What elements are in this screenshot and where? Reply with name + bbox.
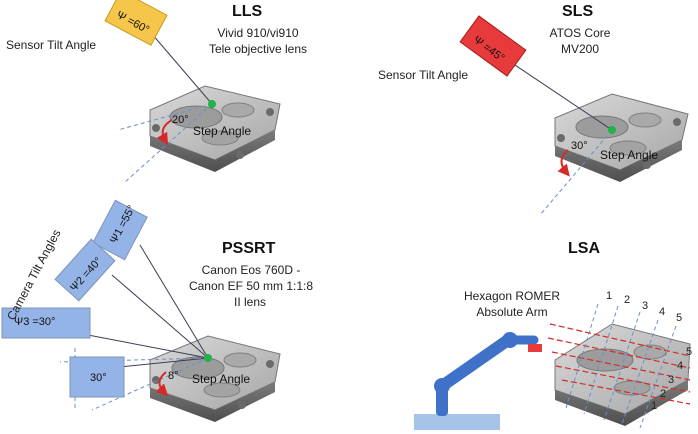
pssrt-step-angle-label: Step Angle (192, 372, 251, 386)
sls-device: ATOS Core (549, 26, 611, 40)
lsa-scan-lines (547, 323, 691, 405)
lsa-scan-number: 1 (606, 290, 613, 302)
lsa-title: LSA (568, 240, 600, 257)
lls-specimen (149, 85, 281, 172)
sls-sensor-tilt-label: Sensor Tilt Angle (378, 68, 469, 82)
lsa-device-line1: Hexagon ROMER (463, 289, 561, 303)
lsa-scan-number: 1 (651, 400, 658, 412)
pssrt-camera3-box (1, 307, 91, 339)
lls-sensor-tilt-label: Sensor Tilt Angle (6, 38, 97, 52)
sls-specimen (554, 93, 689, 182)
pssrt-extra-angle: 30° (90, 372, 107, 384)
pssrt-psi3: Ψ3 =30° (14, 316, 56, 328)
pssrt-lens-line2: II lens (233, 295, 266, 309)
pssrt-camera1-box (92, 199, 148, 261)
lsa-scan-number: 4 (677, 360, 684, 372)
pssrt-camera4-box (69, 356, 125, 398)
lsa-scan-number: 2 (660, 388, 667, 400)
sls-guides (499, 54, 616, 216)
lsa-cross-lines (565, 303, 677, 429)
arm-base (414, 414, 500, 430)
lsa-scan-number: 3 (642, 300, 649, 312)
pssrt-specimen (149, 335, 281, 422)
lsa-device-line2: Absolute Arm (476, 305, 548, 319)
sls-step-angle-value: 30° (571, 140, 588, 152)
lls-step-angle-label: Step Angle (193, 124, 252, 138)
lls-target-point (208, 100, 216, 108)
pssrt-camera: Canon Eos 760D - (201, 263, 301, 277)
lls-title: LLS (232, 3, 263, 20)
pssrt-lens-line1: Canon EF 50 mm 1:1:8 (188, 279, 314, 293)
lls-sensor-box (104, 0, 168, 46)
pssrt-title: PSSRT (222, 240, 276, 257)
pssrt-target-point (204, 354, 212, 362)
sls-model: MV200 (560, 42, 600, 56)
pssrt-guides (59, 244, 212, 411)
lsa-scan-number: 3 (668, 374, 675, 386)
lls-device: Vivid 910/vi910 (217, 26, 299, 40)
pssrt-step-angle-value: 8° (168, 370, 179, 382)
sls-title: SLS (562, 3, 594, 20)
lsa-scan-number: 5 (686, 346, 693, 358)
pssrt-camera2-box (54, 238, 116, 302)
lsa-robot-arm (414, 332, 542, 430)
lsa-scan-number: 2 (624, 294, 631, 306)
lsa-scan-number: 5 (676, 312, 683, 324)
lsa-scan-number: 4 (659, 306, 666, 318)
lls-lens: Tele objective lens (208, 42, 308, 56)
arm-probe (528, 344, 542, 352)
sls-target-point (608, 126, 616, 134)
lls-step-angle-value: 20° (172, 114, 189, 126)
sls-sensor-box (459, 15, 527, 77)
sls-step-angle-label: Step Angle (600, 148, 659, 162)
